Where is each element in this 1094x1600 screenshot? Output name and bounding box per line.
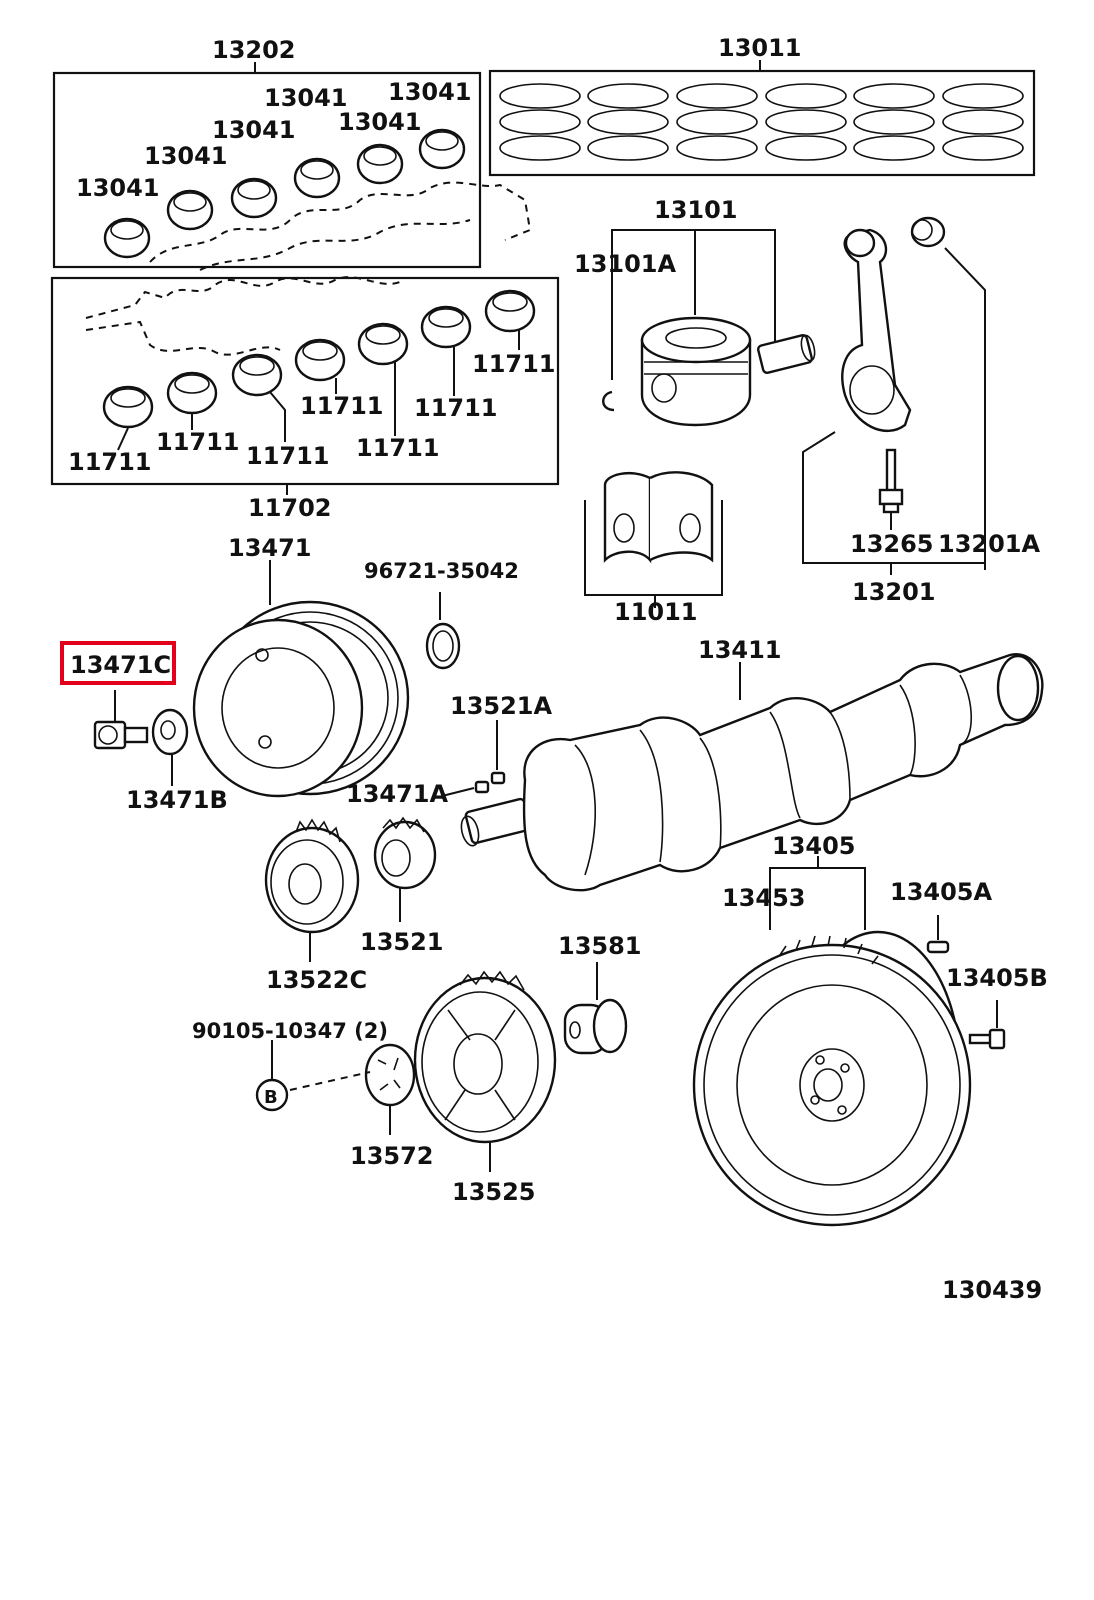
label-11711-g: 11711	[472, 350, 556, 378]
label-90105-10347: 90105-10347 (2)	[192, 1019, 388, 1043]
rod-bushing	[910, 216, 946, 248]
rod-bolt	[878, 448, 904, 514]
label-11011: 11011	[614, 598, 698, 626]
label-11711-c: 11711	[246, 442, 330, 470]
label-13101: 13101	[654, 196, 738, 224]
label-13471B: 13471B	[126, 786, 228, 814]
label-13041-e: 13041	[338, 108, 422, 136]
diagram-code: 130439	[942, 1276, 1042, 1304]
main-bearing-shell-2	[166, 371, 218, 415]
piston-assembly	[602, 229, 816, 427]
crankshaft	[460, 653, 1044, 892]
label-13405: 13405	[772, 832, 856, 860]
main-bearing-shell-3	[231, 353, 283, 397]
label-11711-d: 11711	[300, 392, 384, 420]
label-11711-e: 11711	[356, 434, 440, 462]
main-bearing-shell-7	[484, 289, 536, 333]
crank-pulley	[192, 560, 410, 798]
pulley-bolt	[93, 690, 149, 750]
label-13471C: 13471C	[70, 651, 171, 679]
label-11702: 11702	[248, 494, 332, 522]
ring-set-6	[942, 83, 1024, 161]
main-bearing-shell-4	[294, 338, 346, 382]
label-13453: 13453	[722, 884, 806, 912]
label-13201A: 13201A	[938, 530, 1040, 558]
rod-bearing-shell-5	[356, 143, 404, 185]
piston-ring-sets	[488, 60, 1036, 177]
rod-bearing-shell-4	[293, 157, 341, 199]
rod-bearing-shell-1	[103, 217, 151, 259]
crank-timing-gear	[373, 816, 437, 922]
flywheel-bolt	[968, 1000, 1006, 1050]
label-11711-a: 11711	[68, 448, 152, 476]
label-13041-d: 13041	[264, 84, 348, 112]
label-13471A: 13471A	[346, 780, 448, 808]
ring-set-1	[499, 83, 581, 161]
ring-set-4	[765, 83, 847, 161]
label-13405B: 13405B	[946, 964, 1048, 992]
label-13041-c: 13041	[212, 116, 296, 144]
label-13411: 13411	[698, 636, 782, 664]
label-96721-35042: 96721-35042	[364, 559, 519, 583]
label-13041-a: 13041	[76, 174, 160, 202]
label-13202: 13202	[212, 36, 296, 64]
ref-marker-b	[255, 1040, 371, 1112]
label-13525: 13525	[452, 1178, 536, 1206]
main-bearing-shell-6	[420, 305, 472, 349]
label-13011: 13011	[718, 34, 802, 62]
label-13522C: 13522C	[266, 966, 367, 994]
piston-pin-clip	[602, 390, 615, 412]
label-13471: 13471	[228, 534, 312, 562]
pulley-washer-ring	[425, 592, 461, 670]
flywheel	[692, 856, 972, 1227]
idler-gear	[413, 970, 557, 1172]
label-13405A: 13405A	[890, 878, 992, 906]
flywheel-pin	[926, 915, 950, 954]
main-bearing-group	[50, 276, 560, 495]
label-11711-f: 11711	[414, 394, 498, 422]
rod-bearing-shell-3	[230, 177, 278, 219]
thrust-washers	[584, 471, 723, 608]
label-11711-b: 11711	[156, 428, 240, 456]
part-labels: 13202 13011 13041 13041 13041 13041 1304…	[68, 34, 1048, 1304]
ring-set-2	[587, 83, 669, 161]
rod-bearing-shell-6	[418, 128, 466, 170]
gear-plate	[364, 1043, 416, 1135]
pilot-bearing	[563, 962, 628, 1055]
ring-set-3	[676, 83, 758, 161]
label-13101A: 13101A	[574, 250, 676, 278]
label-13581: 13581	[558, 932, 642, 960]
crank-key-small	[441, 780, 490, 797]
connecting-rod	[802, 216, 986, 575]
label-ref-b: B	[264, 1087, 278, 1108]
timing-gear	[264, 818, 360, 962]
pulley-washer	[151, 708, 189, 786]
label-13201: 13201	[852, 578, 936, 606]
label-13265: 13265	[850, 530, 934, 558]
rod-bearing-shell-2	[166, 189, 214, 231]
label-13041-b: 13041	[144, 142, 228, 170]
main-bearing-shell-5	[357, 322, 409, 366]
main-bearing-shell-1	[102, 385, 154, 429]
label-13521A: 13521A	[450, 692, 552, 720]
ring-set-5	[853, 83, 935, 161]
label-13521: 13521	[360, 928, 444, 956]
crank-key	[490, 720, 506, 785]
piston-pin	[757, 334, 816, 374]
highlight-box	[60, 641, 176, 685]
label-13572: 13572	[350, 1142, 434, 1170]
label-13041-f: 13041	[388, 78, 472, 106]
rod-bearing-group	[52, 62, 532, 271]
